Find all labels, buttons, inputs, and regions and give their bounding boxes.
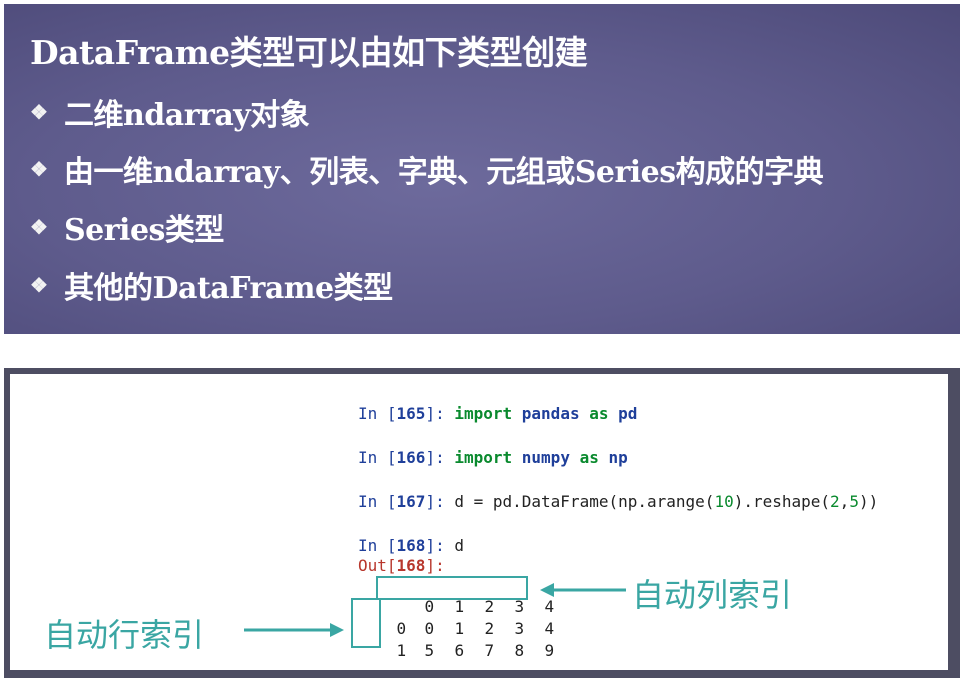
table-cell: 9 <box>544 641 555 660</box>
column-label: 4 <box>544 597 555 616</box>
bullet-item: ❖ Series类型 <box>30 205 224 249</box>
slide-panel: DataFrame类型可以由如下类型创建 ❖ 二维ndarray对象 ❖ 由一维… <box>4 4 960 334</box>
column-index-highlight-box <box>376 576 528 600</box>
slide-title: DataFrame类型可以由如下类型创建 <box>30 33 588 72</box>
row-index-annotation: 自动行索引 <box>44 616 205 654</box>
column-label: 0 <box>424 597 435 616</box>
right-arrow-icon <box>244 623 344 637</box>
column-label: 3 <box>514 597 525 616</box>
bullet-text: 其他的DataFrame类型 <box>64 271 393 306</box>
column-label: 2 <box>484 597 495 616</box>
bullet-item: ❖ 其他的DataFrame类型 <box>30 263 393 307</box>
bullet-text: 二维ndarray对象 <box>64 98 310 133</box>
bullet-text: Series类型 <box>64 213 224 248</box>
notebook-panel: In [165]: import pandas as pd In [166]: … <box>10 374 948 670</box>
bullet-text: 由一维ndarray、列表、字典、元组或Series构成的字典 <box>64 155 824 190</box>
column-label: 1 <box>454 597 465 616</box>
bullet-item: ❖ 由一维ndarray、列表、字典、元组或Series构成的字典 <box>30 147 824 191</box>
table-cell: 6 <box>454 641 465 660</box>
row-index-highlight-box <box>351 598 381 648</box>
output-prompt: Out[168]: <box>358 556 445 575</box>
table-cell: 5 <box>424 641 435 660</box>
table-cell: 0 <box>424 619 435 638</box>
code-cell-165: In [165]: import pandas as pd <box>358 404 638 423</box>
table-cell: 7 <box>484 641 495 660</box>
diamond-bullet-icon: ❖ <box>30 273 48 297</box>
code-cell-166: In [166]: import numpy as np <box>358 448 628 467</box>
table-cell: 8 <box>514 641 525 660</box>
diamond-bullet-icon: ❖ <box>30 215 48 239</box>
row-index-label: 0 <box>396 619 407 638</box>
table-cell: 4 <box>544 619 555 638</box>
code-cell-167: In [167]: d = pd.DataFrame(np.arange(10)… <box>358 492 879 511</box>
left-arrow-icon <box>540 583 626 597</box>
code-cell-168: In [168]: d <box>358 536 464 555</box>
bullet-item: ❖ 二维ndarray对象 <box>30 90 310 134</box>
table-cell: 1 <box>454 619 465 638</box>
table-cell: 3 <box>514 619 525 638</box>
diamond-bullet-icon: ❖ <box>30 157 48 181</box>
table-cell: 2 <box>484 619 495 638</box>
row-index-label: 1 <box>396 641 407 660</box>
diamond-bullet-icon: ❖ <box>30 100 48 124</box>
column-index-annotation: 自动列索引 <box>632 576 793 614</box>
